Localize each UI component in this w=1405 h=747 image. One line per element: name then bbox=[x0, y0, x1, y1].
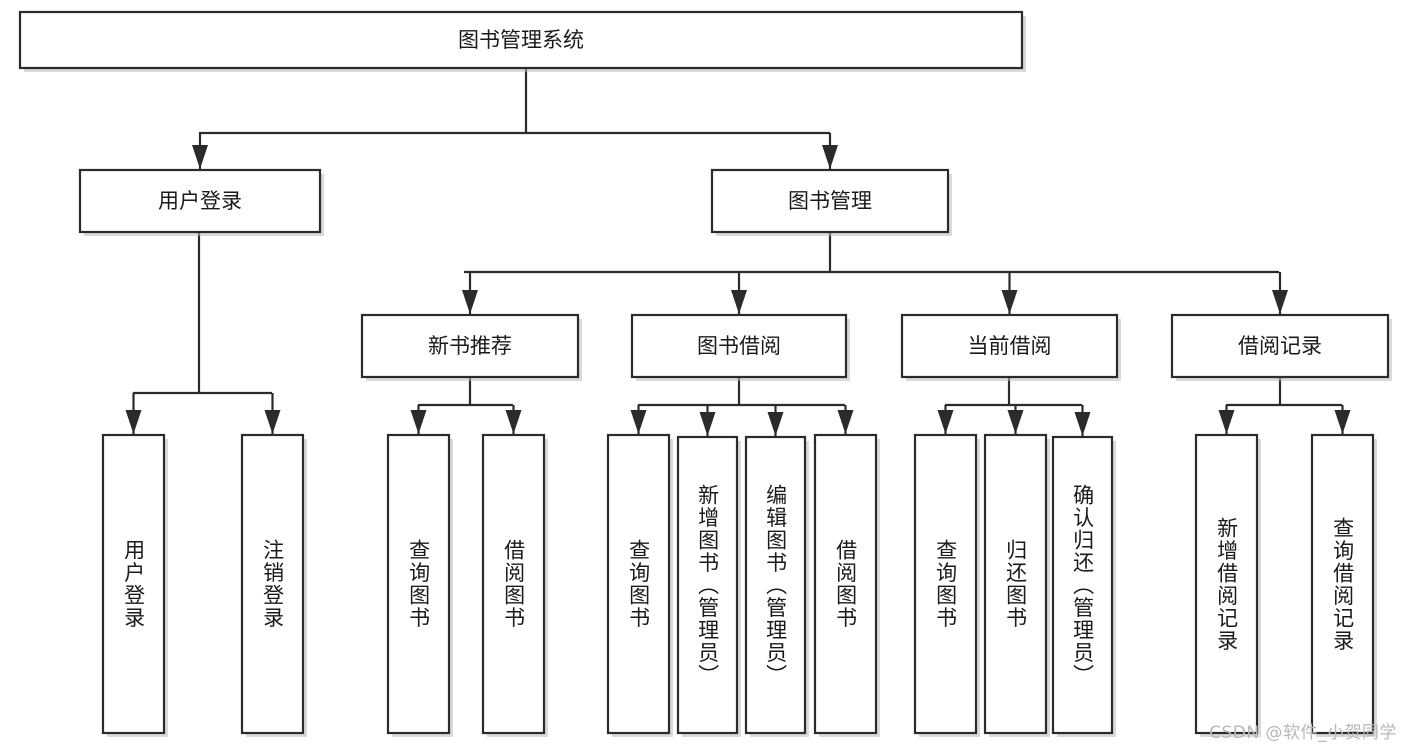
node-box-level3-3[interactable] bbox=[1170, 313, 1390, 379]
node-box-level3-2[interactable] bbox=[900, 313, 1119, 379]
arrow-head-icon bbox=[731, 290, 747, 314]
node-box-leaf-12[interactable] bbox=[1310, 433, 1375, 735]
watermark-text: CSDN @软件_小贺同学 bbox=[1209, 723, 1397, 743]
node-box-leaf-5[interactable] bbox=[676, 435, 739, 735]
node-box-level2-1[interactable] bbox=[710, 168, 950, 234]
node-box-leaf-0[interactable] bbox=[101, 433, 166, 735]
node-box-level2-0[interactable] bbox=[78, 168, 322, 234]
arrow-head-icon bbox=[462, 290, 478, 314]
node-label: 新书推荐 bbox=[428, 334, 512, 358]
node-box-root-0[interactable] bbox=[18, 10, 1024, 70]
node-box-leaf-10[interactable] bbox=[1051, 435, 1114, 735]
node-box-level3-0[interactable] bbox=[360, 313, 580, 379]
arrow-head-icon bbox=[192, 145, 208, 169]
node-label: 借阅记录 bbox=[1238, 334, 1322, 358]
arrow-head-icon bbox=[1272, 290, 1288, 314]
arrow-head-icon bbox=[822, 145, 838, 169]
arrow-head-icon bbox=[1001, 290, 1018, 314]
node-label: 用户登录 bbox=[158, 189, 242, 213]
boxes-layer bbox=[18, 10, 1392, 737]
node-box-leaf-6[interactable] bbox=[744, 435, 807, 735]
connectors-layer bbox=[125, 68, 1351, 436]
arrow-head-icon bbox=[125, 410, 142, 434]
arrow-head-icon bbox=[1074, 412, 1091, 436]
node-label: 图书管理 bbox=[788, 189, 872, 213]
arrow-head-icon bbox=[1218, 410, 1235, 434]
arrow-head-icon bbox=[837, 410, 854, 434]
arrow-head-icon bbox=[937, 410, 954, 434]
arrow-head-icon bbox=[1334, 410, 1351, 434]
node-box-leaf-4[interactable] bbox=[606, 433, 671, 735]
node-box-leaf-7[interactable] bbox=[813, 433, 878, 735]
arrow-head-icon bbox=[699, 412, 716, 436]
arrow-head-icon bbox=[767, 412, 784, 436]
node-box-leaf-9[interactable] bbox=[983, 433, 1048, 735]
node-box-leaf-2[interactable] bbox=[386, 433, 451, 735]
node-box-leaf-1[interactable] bbox=[240, 433, 305, 735]
arrow-head-icon bbox=[505, 410, 522, 434]
arrow-head-icon bbox=[264, 410, 281, 434]
node-label: 图书管理系统 bbox=[458, 28, 584, 52]
node-box-leaf-3[interactable] bbox=[481, 433, 546, 735]
node-box-leaf-11[interactable] bbox=[1194, 433, 1259, 735]
node-box-level3-1[interactable] bbox=[630, 313, 848, 379]
node-label: 图书借阅 bbox=[697, 334, 781, 358]
arrow-head-icon bbox=[410, 410, 427, 434]
arrow-head-icon bbox=[1007, 410, 1024, 434]
node-box-leaf-8[interactable] bbox=[913, 433, 978, 735]
node-label: 当前借阅 bbox=[968, 334, 1052, 358]
arrow-head-icon bbox=[630, 410, 647, 434]
